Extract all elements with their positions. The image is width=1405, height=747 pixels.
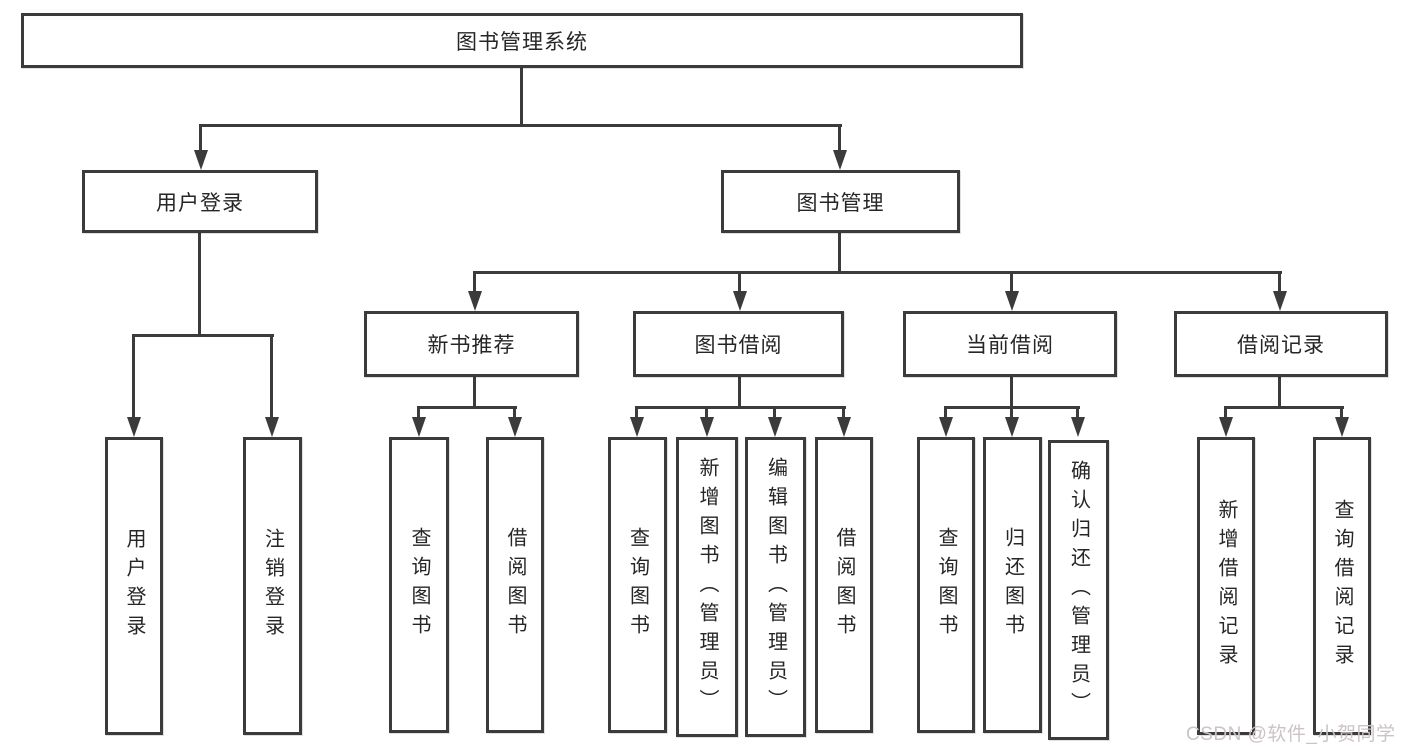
edge-book-mgmt-drop	[838, 233, 841, 274]
node-current-borrowing: 当前借阅	[903, 311, 1117, 377]
edge-leaf	[1076, 406, 1079, 419]
node-book-borrowing: 图书借阅	[633, 311, 844, 377]
edge-root-split	[199, 124, 842, 127]
arrowhead-icon	[265, 417, 279, 437]
arrowhead-icon	[1273, 291, 1287, 311]
leaf-query-books-rec: 查询图书	[389, 437, 449, 733]
edge-leaf	[842, 406, 845, 419]
edge-leaf	[705, 406, 708, 419]
edge-book-borrow-drop	[738, 377, 741, 408]
arrowhead-icon	[1335, 417, 1349, 437]
edge-borrow-records-split	[1224, 406, 1344, 409]
arrowhead-icon	[700, 417, 714, 437]
leaf-query-borrow-record: 查询借阅记录	[1313, 437, 1371, 735]
leaf-add-books-admin: 新增图书（管理员）	[676, 437, 738, 737]
node-book-management: 图书管理	[721, 170, 960, 233]
edge-to-book-borrow	[738, 271, 741, 293]
edge-current-borrow-drop	[1010, 377, 1013, 408]
arrowhead-icon	[1005, 291, 1019, 311]
node-root: 图书管理系统	[21, 13, 1023, 68]
leaf-return-books: 归还图书	[983, 437, 1042, 733]
arrowhead-icon	[833, 150, 847, 170]
edge-leaf	[417, 406, 420, 419]
node-borrowing-records: 借阅记录	[1174, 311, 1388, 377]
arrowhead-icon	[468, 291, 482, 311]
arrowhead-icon	[733, 291, 747, 311]
edge-to-leaf-logout	[270, 334, 273, 419]
edge-new-book-rec-split	[417, 406, 517, 409]
edge-to-leaf-login	[132, 334, 135, 419]
leaf-edit-books-admin: 编辑图书（管理员）	[745, 437, 806, 737]
arrowhead-icon	[768, 417, 782, 437]
edge-to-user-login	[199, 124, 202, 152]
edge-leaf	[1224, 406, 1227, 419]
arrowhead-icon	[194, 150, 208, 170]
arrowhead-icon	[127, 417, 141, 437]
leaf-confirm-return-admin: 确认归还（管理员）	[1048, 440, 1109, 740]
arrowhead-icon	[1219, 417, 1233, 437]
edge-user-login-drop	[198, 233, 201, 336]
edge-leaf	[773, 406, 776, 419]
leaf-query-books-current: 查询图书	[917, 437, 975, 733]
csdn-watermark: CSDN @软件_小贺同学	[1186, 724, 1396, 745]
arrowhead-icon	[837, 417, 851, 437]
leaf-logout: 注销登录	[243, 437, 302, 735]
edge-leaf	[1340, 406, 1343, 419]
edge-borrow-records-drop	[1278, 377, 1281, 408]
node-user-login: 用户登录	[82, 170, 318, 233]
arrowhead-icon	[1071, 417, 1085, 437]
edge-leaf	[944, 406, 947, 419]
leaf-add-borrow-record: 新增借阅记录	[1197, 437, 1255, 735]
leaf-user-login: 用户登录	[105, 437, 163, 735]
arrowhead-icon	[630, 417, 644, 437]
node-new-book-recommend: 新书推荐	[364, 311, 579, 377]
arrowhead-icon	[508, 417, 522, 437]
edge-book-mgmt-split	[473, 271, 1282, 274]
edge-to-book-mgmt	[838, 124, 841, 152]
edge-to-current-borrow	[1010, 271, 1013, 293]
arrowhead-icon	[939, 417, 953, 437]
edge-user-login-split	[132, 334, 274, 337]
edge-root-drop	[520, 68, 523, 126]
leaf-borrow-books-rec: 借阅图书	[486, 437, 544, 733]
leaf-borrow-books: 借阅图书	[815, 437, 873, 733]
edge-leaf	[513, 406, 516, 419]
edge-to-new-book-rec	[473, 271, 476, 293]
arrowhead-icon	[412, 417, 426, 437]
edge-leaf	[1010, 406, 1013, 419]
edge-new-book-rec-drop	[473, 377, 476, 408]
edge-book-borrow-split	[635, 406, 846, 409]
edge-leaf	[635, 406, 638, 419]
edge-to-borrow-records	[1278, 271, 1281, 293]
leaf-query-books-borrow: 查询图书	[608, 437, 667, 733]
arrowhead-icon	[1005, 417, 1019, 437]
